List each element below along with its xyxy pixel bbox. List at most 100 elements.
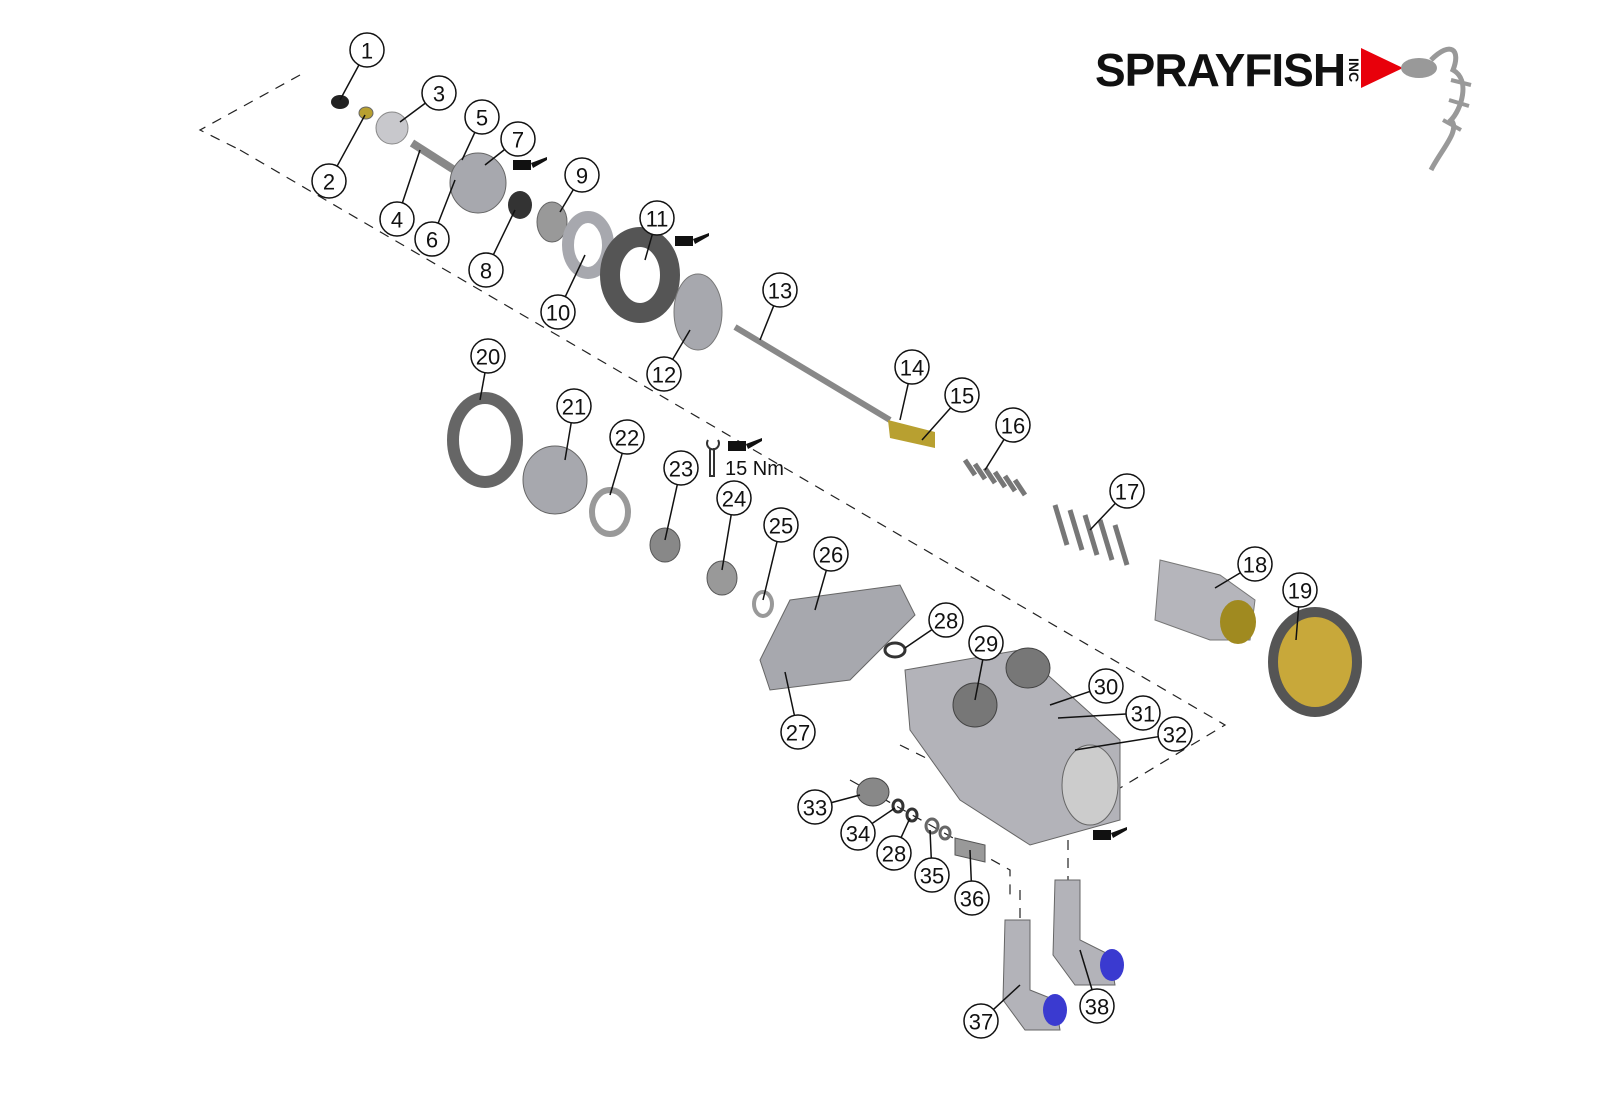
callout-number: 4	[391, 208, 403, 233]
callout-number: 35	[920, 864, 944, 889]
leader-line	[492, 209, 516, 256]
leader-line	[814, 570, 828, 611]
callout-circle	[379, 201, 415, 237]
callout-16: 16	[984, 407, 1031, 471]
leader-line	[900, 817, 911, 838]
callout-18: 18	[1214, 546, 1273, 589]
callout-circle	[1088, 668, 1124, 704]
leader-line	[644, 234, 654, 261]
callout-number: 28	[882, 842, 906, 867]
callout-6: 6	[414, 179, 456, 257]
callout-11: 11	[639, 200, 675, 261]
leader-line	[484, 148, 506, 166]
callout-circle	[1237, 546, 1273, 582]
leader-line	[399, 102, 426, 123]
callout-number: 6	[426, 228, 438, 253]
callout-number: 28	[934, 609, 958, 634]
oil-can-icon	[513, 157, 1127, 840]
callout-28: 28	[904, 602, 964, 649]
callout-circle	[894, 349, 930, 385]
leader-line	[721, 514, 732, 571]
callout-number: 12	[652, 363, 676, 388]
leader-line	[929, 829, 932, 859]
leader-line	[564, 254, 586, 297]
fish-logo-icon	[1361, 46, 1472, 172]
callout-21: 21	[556, 388, 592, 461]
callout-circle	[780, 714, 816, 750]
callout-circle	[464, 99, 500, 135]
leader-line	[1295, 606, 1300, 641]
leader-line	[672, 329, 691, 360]
callout-35: 35	[914, 829, 950, 893]
leader-line	[564, 422, 572, 461]
callout-circle	[1125, 695, 1161, 731]
leader-line	[1089, 502, 1116, 531]
callout-15: 15	[921, 377, 980, 441]
callout-circle	[840, 815, 876, 851]
callout-circle	[414, 221, 450, 257]
callout-2: 2	[311, 114, 366, 199]
leader-line	[1079, 949, 1093, 990]
callout-circle	[311, 163, 347, 199]
callout-number: 23	[669, 457, 693, 482]
callout-32: 32	[1074, 716, 1193, 752]
callout-circle	[716, 480, 752, 516]
callout-number: 15	[950, 384, 974, 409]
callout-5: 5	[461, 99, 500, 161]
leader-line	[762, 541, 778, 601]
callout-circle	[1157, 716, 1193, 752]
callout-8: 8	[468, 209, 516, 288]
callout-number: 37	[969, 1010, 993, 1035]
callout-17: 17	[1089, 473, 1145, 531]
callout-23: 23	[663, 450, 699, 541]
leader-line	[759, 305, 775, 341]
callout-number: 10	[546, 301, 570, 326]
callout-circle	[813, 536, 849, 572]
assembly-guide-lines	[198, 74, 1227, 1000]
callout-30: 30	[1049, 668, 1124, 706]
callout-34: 34	[840, 807, 896, 851]
leader-line	[664, 484, 679, 541]
leader-line	[336, 114, 366, 167]
callout-number: 7	[512, 128, 524, 153]
callout-1: 1	[339, 32, 385, 101]
callout-circle	[540, 294, 576, 330]
torque-spec: 15 Nm	[725, 458, 784, 480]
callout-circle	[968, 625, 1004, 661]
callout-38: 38	[1079, 949, 1115, 1024]
callout-10: 10	[540, 254, 586, 330]
callout-33: 33	[797, 789, 861, 825]
callout-circle	[470, 338, 506, 374]
parts	[331, 95, 1362, 1031]
leader-line	[831, 794, 861, 804]
leader-line	[992, 984, 1021, 1011]
leader-line	[784, 671, 796, 716]
sprayfish-logo: SPRAYFISH INC	[1095, 40, 1481, 172]
callout-28: 28	[876, 817, 912, 871]
leader-line	[904, 628, 933, 649]
callout-36: 36	[954, 849, 990, 916]
callout-24: 24	[716, 480, 752, 571]
callout-4: 4	[379, 149, 421, 237]
logo-inc: INC	[1346, 57, 1363, 83]
callout-number: 19	[1288, 579, 1312, 604]
callout-9: 9	[559, 157, 600, 213]
callout-circle	[639, 200, 675, 236]
leader-line	[974, 659, 984, 701]
callout-22: 22	[609, 419, 645, 496]
leader-line	[921, 407, 952, 441]
leader-line	[437, 179, 456, 224]
callout-number: 16	[1001, 414, 1025, 439]
callout-29: 29	[968, 625, 1004, 701]
callout-circle	[963, 1003, 999, 1039]
leader-line	[871, 807, 896, 825]
callout-number: 34	[846, 822, 870, 847]
callout-number: 25	[769, 514, 793, 539]
callout-number: 2	[323, 170, 335, 195]
callout-number: 18	[1243, 553, 1267, 578]
callout-circle	[609, 419, 645, 455]
callout-20: 20	[470, 338, 506, 401]
callout-circle	[944, 377, 980, 413]
callout-number: 32	[1163, 723, 1187, 748]
